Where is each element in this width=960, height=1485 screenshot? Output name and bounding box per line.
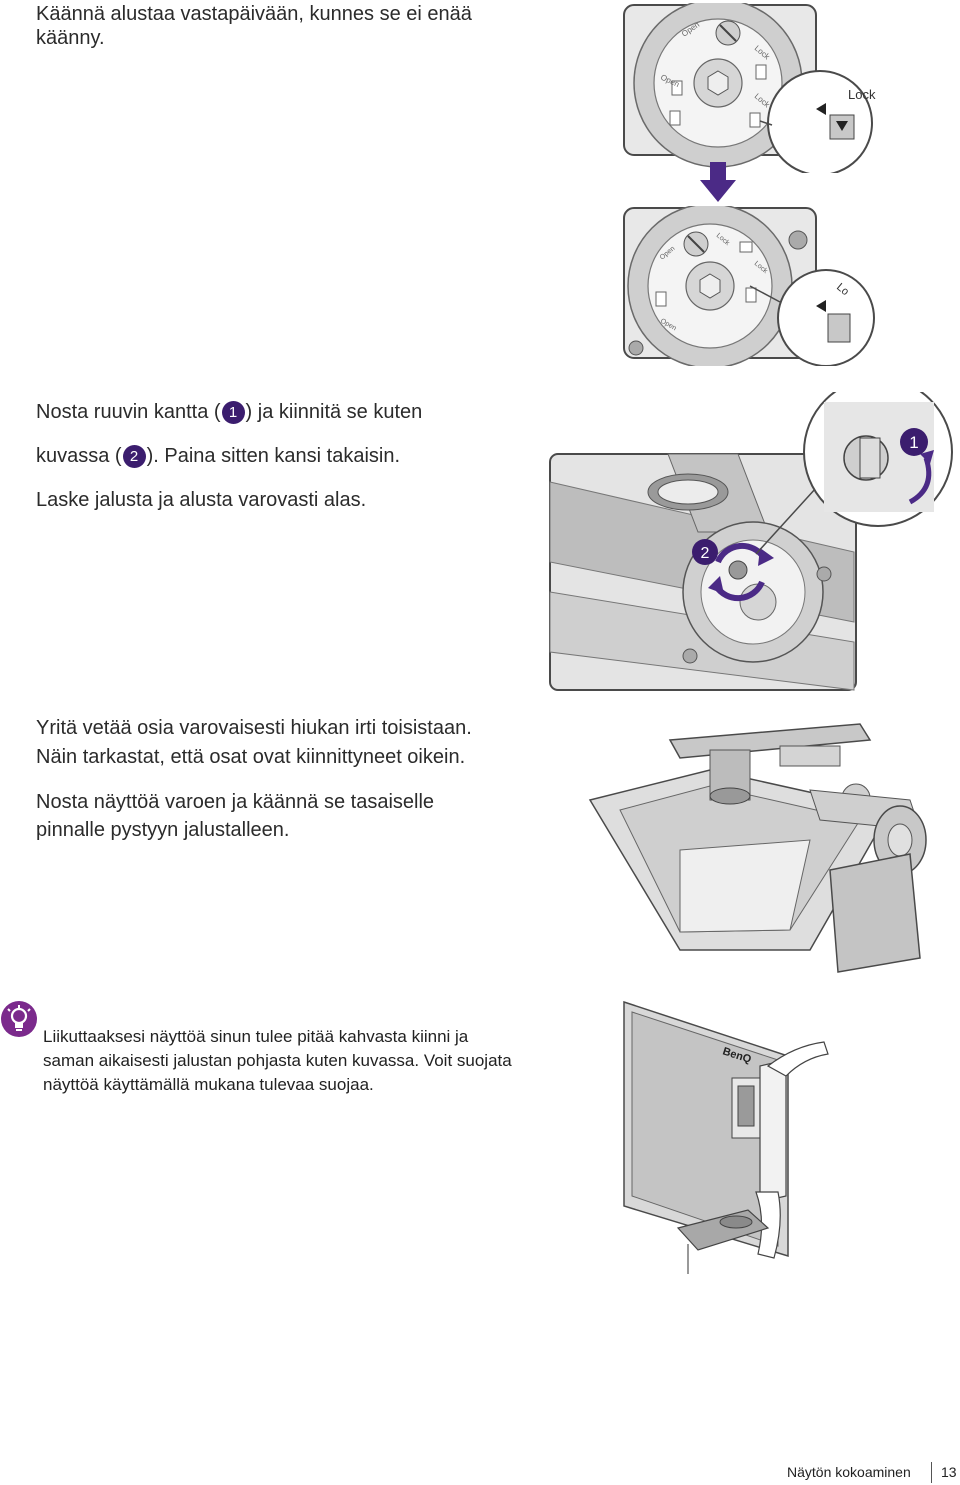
step-number-1-badge: 1 (221, 401, 245, 424)
zoom-lock-label: Lock (848, 87, 876, 102)
step2-line2-pre: kuvassa ( (36, 445, 122, 467)
base-rotate-figure-bottom: Open Lock Lock Open Lo (623, 206, 875, 366)
base-rotate-figure-top: Open Lock Open Lock Lock (623, 3, 876, 173)
step4-line2: pinnalle pystyyn jalustalleen. (36, 819, 290, 841)
footer-section-title: Näytön kokoaminen (787, 1464, 911, 1480)
tip-line2: saman aikaisesti jalustan pohjasta kuten… (43, 1051, 512, 1070)
step2-line1-post: ) ja kiinnitä se kuten (245, 401, 423, 423)
carry-monitor-figure: BenQ (623, 1000, 829, 1274)
footer-divider (931, 1462, 932, 1483)
stand-assembly-figure (588, 723, 927, 973)
footer-page-number: 13 (941, 1464, 957, 1480)
tip-line3: näyttöä käyttämällä mukana tulevaa suoja… (43, 1075, 374, 1094)
tip-lightbulb-icon (1, 1001, 37, 1037)
step1-text: Käännä alustaa vastapäivään, kunnes se e… (36, 3, 472, 49)
figure-badge-2: 2 (701, 545, 710, 562)
screw-cover-figure: 2 1 (549, 392, 953, 691)
step2-line1-pre: Nosta ruuvin kantta ( (36, 401, 221, 423)
step3-line1: Yritä vetää osia varovaisesti hiukan irt… (36, 717, 472, 739)
step2-line1: Nosta ruuvin kantta (1) ja kiinnitä se k… (36, 400, 422, 424)
step3-line2: Näin tarkastat, että osat ovat kiinnitty… (36, 746, 466, 768)
step-number-2-badge: 2 (122, 445, 146, 468)
step2-line2-post: ). Paina sitten kansi takaisin. (146, 445, 401, 467)
step2-line3: Laske jalusta ja alusta varovasti alas. (36, 489, 367, 511)
figure-badge-1: 1 (909, 433, 918, 452)
step2-line2: kuvassa (2). Paina sitten kansi takaisin… (36, 444, 400, 468)
down-arrow-icon (700, 162, 736, 202)
step4-line1: Nosta näyttöä varoen ja käännä se tasais… (36, 791, 435, 813)
tip-line1: Liikuttaaksesi näyttöä sinun tulee pitää… (43, 1027, 469, 1046)
